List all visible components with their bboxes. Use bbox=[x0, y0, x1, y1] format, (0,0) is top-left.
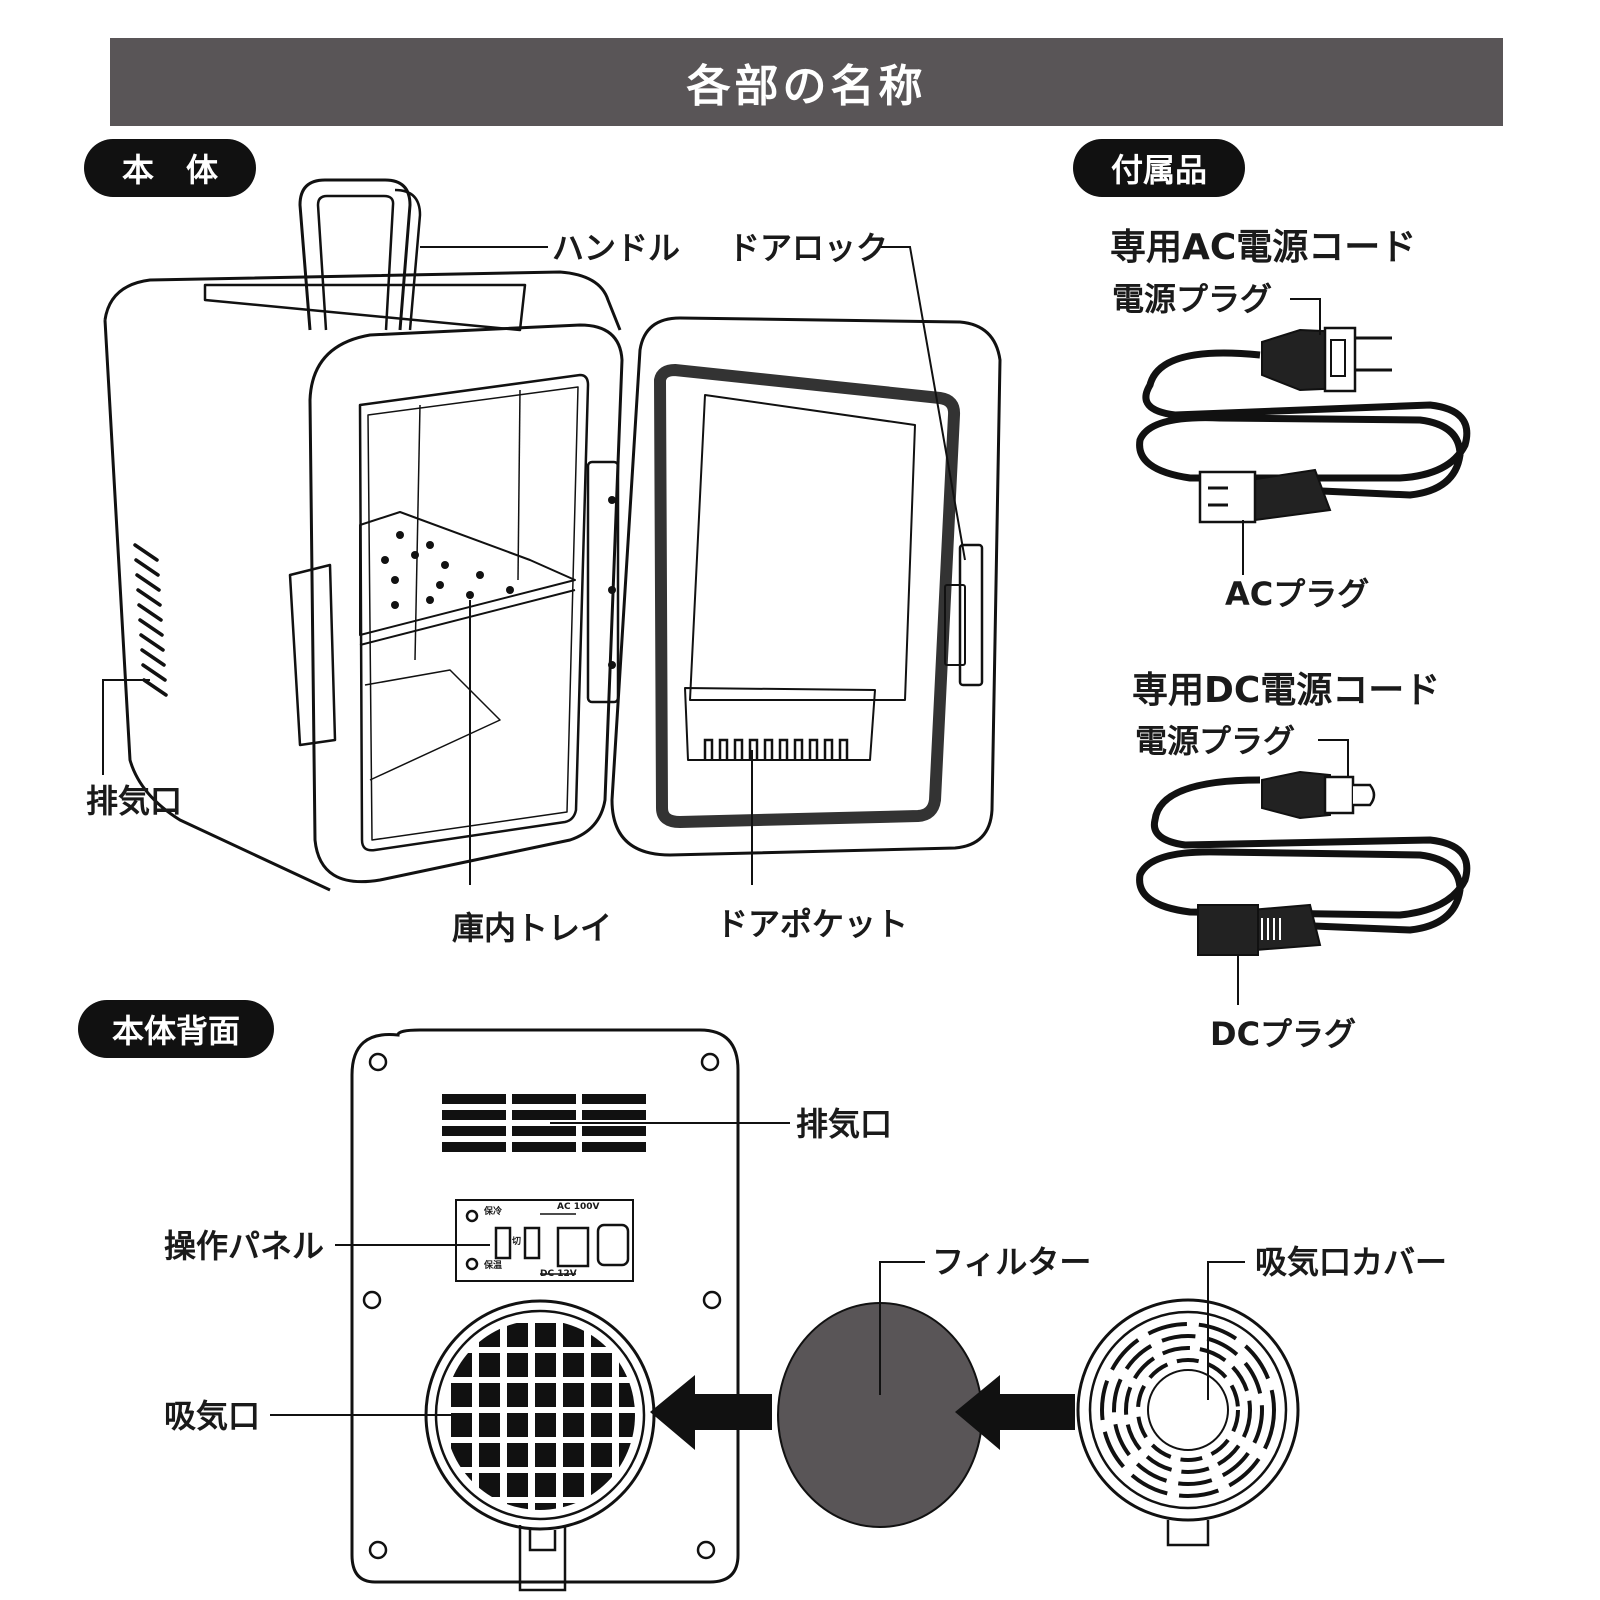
back-leader-lines bbox=[270, 1122, 1245, 1416]
panel-keep-warm: 保温 bbox=[484, 1261, 503, 1271]
label-control-panel: 操作パネル bbox=[164, 1227, 325, 1265]
label-filter: フィルター bbox=[932, 1243, 1092, 1281]
page-title: 各部の名称 bbox=[686, 61, 927, 112]
ac-plug-label: ACプラグ bbox=[1225, 575, 1370, 613]
header-bar: 各部の名称 bbox=[110, 38, 1503, 126]
panel-ac: AC 100V bbox=[557, 1202, 600, 1212]
label-intake-cover: 吸気口カバー bbox=[1255, 1243, 1448, 1281]
arrow-left-2 bbox=[955, 1375, 1075, 1450]
label-handle: ハンドル bbox=[552, 229, 681, 267]
body-leader-lines bbox=[102, 246, 966, 885]
section-back-pill: 本体背面 bbox=[78, 1000, 274, 1058]
dc-plug-label: DCプラグ bbox=[1210, 1015, 1357, 1053]
arrow-left-1 bbox=[650, 1375, 772, 1450]
label-door-pocket: ドアポケット bbox=[716, 905, 909, 943]
dc-cord-illustration bbox=[1136, 770, 1471, 956]
panel-keep-cold: 保冷 bbox=[484, 1207, 503, 1217]
panel-off: 切 bbox=[512, 1237, 522, 1247]
label-side-exhaust: 排気口 bbox=[86, 782, 183, 820]
section-accessories-pill: 付属品 bbox=[1073, 139, 1245, 197]
section-body-pill: 本 体 bbox=[84, 139, 256, 197]
ac-leader-lines bbox=[1242, 298, 1321, 575]
dc-power-plug-label: 電源プラグ bbox=[1135, 722, 1296, 760]
dc-cord-title: 専用DC電源コード bbox=[1132, 670, 1441, 711]
dc-leader-lines bbox=[1237, 739, 1349, 1005]
ac-cord-illustration bbox=[1136, 326, 1471, 524]
label-door-lock: ドアロック bbox=[728, 229, 889, 267]
fridge-illustration bbox=[103, 178, 1002, 892]
label-back-exhaust: 排気口 bbox=[796, 1105, 893, 1143]
panel-dc: DC 12V bbox=[540, 1269, 577, 1279]
label-intake: 吸気口 bbox=[164, 1397, 261, 1435]
ac-power-plug-label: 電源プラグ bbox=[1112, 280, 1273, 318]
label-tray: 庫内トレイ bbox=[452, 909, 613, 947]
ac-cord-title: 専用AC電源コード bbox=[1110, 227, 1417, 268]
